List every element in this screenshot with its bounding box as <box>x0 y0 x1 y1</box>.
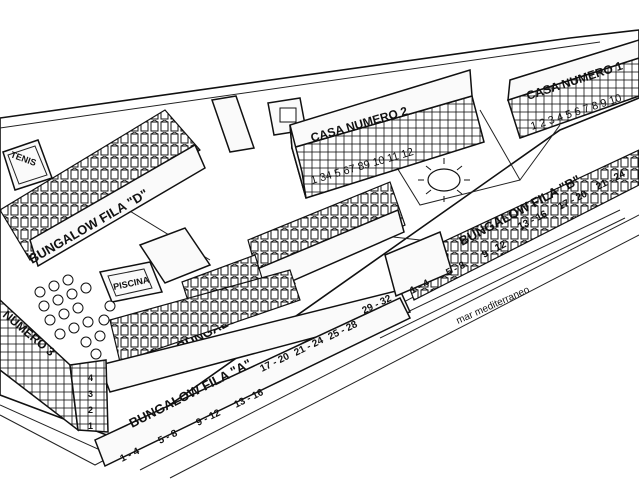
numero-3-floors: 4 3 2 1 <box>88 373 93 431</box>
floor-number: 2 <box>88 405 93 415</box>
seafront-promenade <box>139 209 639 479</box>
tennis-court: TENIS <box>2 139 53 191</box>
swimming-pool: PISCINA <box>98 261 164 303</box>
floor-number: 4 <box>88 373 93 383</box>
service-buildings <box>138 95 307 284</box>
casa-building-right: CASA NUMERO 1 1 2 3 4 5 6 7 8 9 10 <box>507 39 639 139</box>
sun-fountain-icon <box>418 158 470 202</box>
floor-number: 1 <box>88 421 93 431</box>
bungalow-row-a: BUNGALOW FILA "A" 1 - 4 5 - 8 9 - 12 13 … <box>94 269 412 468</box>
numero-3-building: NUMERO 3 4 3 2 1 <box>0 298 109 433</box>
bungalow-row-b: BUNGALOW FILA "B" 1 - 4 5 - 8 9 - 12 13 … <box>384 149 639 301</box>
floor-number: 3 <box>88 389 93 399</box>
trees-cluster <box>34 274 116 360</box>
sea-label: mar mediterraneo <box>455 284 532 326</box>
